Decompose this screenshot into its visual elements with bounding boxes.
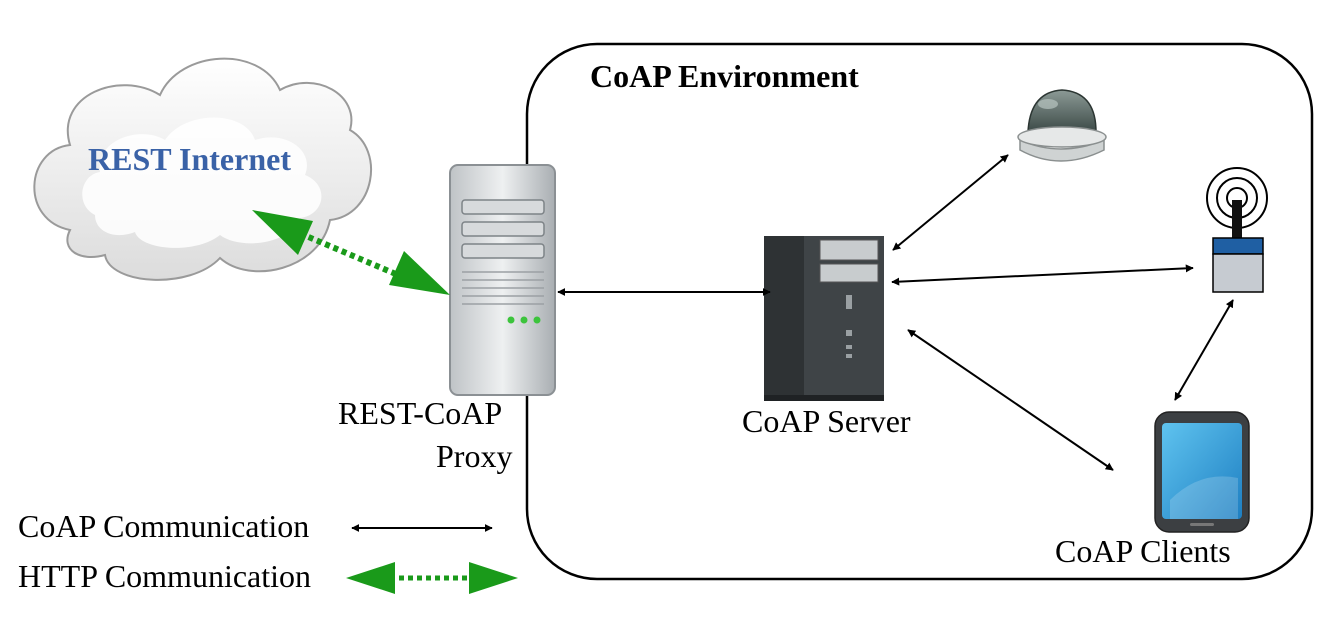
legend-coap-label: CoAP Communication [18,508,310,544]
link-server-sensor [891,264,1194,286]
dome-camera-icon [1017,89,1107,162]
legend-http-label: HTTP Communication [18,558,312,594]
link-sensor-phone [1174,299,1234,401]
server-label: CoAP Server [742,403,911,439]
coap-links [557,154,1234,471]
environment-title: CoAP Environment [590,58,859,94]
proxy-label-line1: REST-CoAP [338,395,503,431]
link-server-camera [892,154,1009,251]
clients-label: CoAP Clients [1055,533,1231,569]
proxy-label-line2: Proxy [436,438,513,474]
coap-server-tower-icon [764,236,884,401]
cloud-label: REST Internet [88,141,291,177]
link-server-phone [907,329,1114,471]
http-arrowhead-proxy [389,251,450,295]
http-link-cloud-proxy [252,210,450,295]
legend-http-marker [346,562,518,594]
smartphone-icon [1154,411,1250,533]
wireless-sensor-icon [1206,167,1268,293]
proxy-server-icon [449,164,556,396]
http-arrowhead-cloud [252,210,313,255]
